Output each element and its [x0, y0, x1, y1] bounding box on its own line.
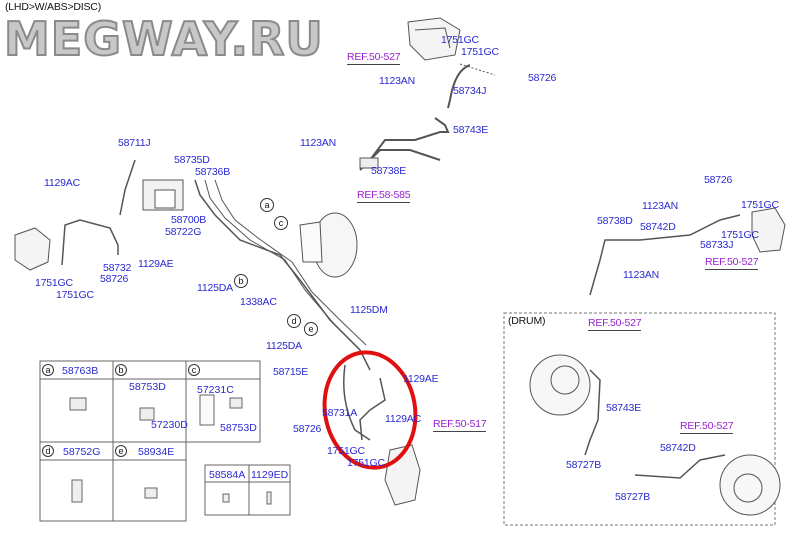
highlight-circle — [322, 350, 418, 470]
cell-item[interactable]: 58753D — [220, 422, 257, 434]
part-label[interactable]: 1125DM — [350, 304, 388, 316]
cell-key-d: d — [42, 445, 54, 457]
part-label[interactable]: 58738E — [371, 165, 407, 177]
part-label[interactable]: 1125DA — [197, 282, 233, 294]
part-label[interactable]: 58735D — [174, 154, 210, 166]
cell-title-d[interactable]: 58752G — [63, 446, 101, 458]
part-label[interactable]: 1125DA — [266, 340, 302, 352]
part-label[interactable]: 1751GC — [741, 199, 779, 211]
ref-label[interactable]: REF.50-527 — [588, 317, 642, 331]
part-label[interactable]: 58726 — [704, 174, 733, 186]
part-label[interactable]: 1123AN — [623, 269, 659, 281]
abs-unit — [142, 179, 184, 211]
callout-c[interactable]: c — [274, 216, 288, 230]
part-label[interactable]: 58734J — [453, 85, 487, 97]
part-label[interactable]: 1751GC — [327, 445, 365, 457]
drum-label: (DRUM) — [508, 315, 546, 327]
brake-booster — [299, 212, 358, 278]
cell-key-c: c — [188, 364, 200, 376]
part-label[interactable]: 1123AN — [300, 137, 336, 149]
part-label[interactable]: 1751GC — [721, 229, 759, 241]
part-label[interactable]: 1129AC — [44, 177, 80, 189]
part-label[interactable]: 58726 — [293, 423, 322, 435]
part-label[interactable]: 58732 — [103, 262, 132, 274]
part-label[interactable]: 58742D — [660, 442, 696, 454]
part-label[interactable]: 1129AE — [403, 373, 439, 385]
part-label[interactable]: 58736B — [195, 166, 231, 178]
cell-title-a[interactable]: 58763B — [62, 365, 99, 377]
callout-a[interactable]: a — [260, 198, 274, 212]
caliper-right — [751, 207, 786, 253]
ref-label[interactable]: REF.50-527 — [347, 51, 401, 65]
drum-section — [503, 312, 776, 526]
part-label[interactable]: 58722G — [165, 226, 202, 238]
part-label[interactable]: 1129AC — [385, 413, 421, 425]
small-table-col[interactable]: 1129ED — [251, 469, 289, 481]
part-label[interactable]: 1751GC — [461, 46, 499, 58]
drum-backplate-right — [719, 454, 781, 516]
callout-b[interactable]: b — [234, 274, 248, 288]
ref-label[interactable]: REF.58-585 — [357, 189, 411, 203]
ref-label[interactable]: REF.50-517 — [433, 418, 487, 432]
callout-e[interactable]: e — [304, 322, 318, 336]
cell-item[interactable]: 57231C — [197, 384, 234, 396]
part-label[interactable]: 1123AN — [379, 75, 415, 87]
ref-label[interactable]: REF.50-527 — [705, 256, 759, 270]
part-label[interactable]: 58715E — [273, 366, 309, 378]
part-label[interactable]: 1129AE — [138, 258, 174, 270]
part-label[interactable]: 58700B — [171, 214, 207, 226]
caliper-top — [407, 17, 461, 61]
part-label[interactable]: 1751GC — [56, 289, 94, 301]
part-label[interactable]: 1751GC — [441, 34, 479, 46]
variant-label: (LHD>W/ABS>DISC) — [5, 1, 101, 13]
parts-table — [39, 360, 291, 522]
part-label[interactable]: 1338AC — [240, 296, 277, 308]
part-label[interactable]: 1751GC — [347, 457, 385, 469]
watermark-logo: MEGWAY.RU — [3, 11, 324, 67]
caliper-left — [14, 227, 51, 271]
cell-key-e: e — [115, 445, 127, 457]
cell-item[interactable]: 57230D — [151, 419, 188, 431]
part-label[interactable]: 58731A — [322, 407, 358, 419]
part-label[interactable]: 58738D — [597, 215, 633, 227]
part-label[interactable]: 58726 — [100, 273, 129, 285]
cell-item[interactable]: 58753D — [129, 381, 166, 393]
part-label[interactable]: 58733J — [700, 239, 734, 251]
cell-key-b: b — [115, 364, 127, 376]
part-label[interactable]: 58727B — [615, 491, 651, 503]
cell-key-a: a — [42, 364, 54, 376]
part-label[interactable]: 58743E — [453, 124, 489, 136]
part-label[interactable]: 58711J — [118, 137, 151, 149]
part-label[interactable]: 1751GC — [35, 277, 73, 289]
callout-d[interactable]: d — [287, 314, 301, 328]
small-table-col[interactable]: 58584A — [209, 469, 246, 481]
cell-title-e[interactable]: 58934E — [138, 446, 175, 458]
part-label[interactable]: 58727B — [566, 459, 602, 471]
ref-label[interactable]: REF.50-527 — [680, 420, 734, 434]
part-label[interactable]: 58743E — [606, 402, 642, 414]
part-label[interactable]: 58726 — [528, 72, 557, 84]
drum-backplate-left — [529, 354, 591, 416]
part-label[interactable]: 1123AN — [642, 200, 678, 212]
part-label[interactable]: 58742D — [640, 221, 676, 233]
